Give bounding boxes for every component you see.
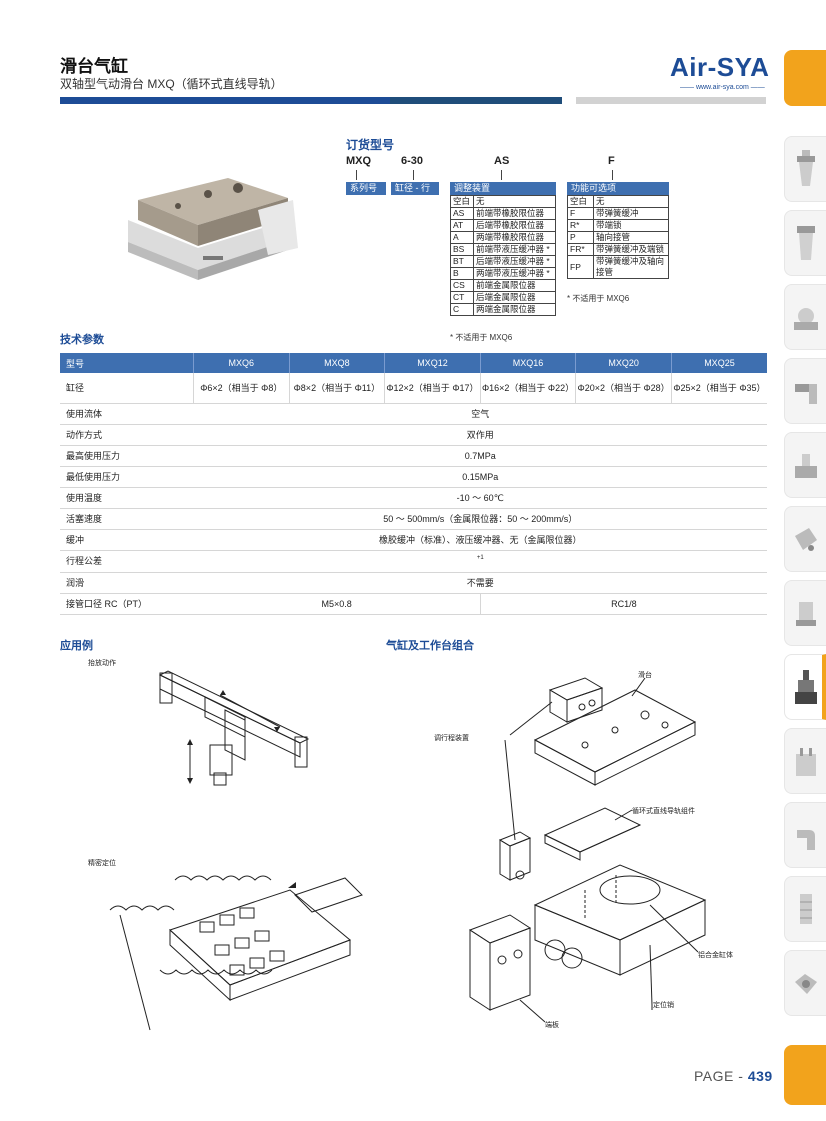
side-tab-cylinder[interactable] <box>784 654 826 720</box>
brand-url: —— www.air-sya.com —— <box>680 84 765 91</box>
table-row: 润滑不需要 <box>60 572 767 594</box>
label-precise-positioning: 精密定位 <box>88 860 116 867</box>
order-title: 订货型号 <box>346 138 395 152</box>
label-bore-stroke: 缸径 - 行程 <box>391 182 439 206</box>
table-row: 缓冲橡胶缓冲（标准）、液压缓冲器、无（金属限位器） <box>60 529 767 551</box>
solenoid-icon <box>795 528 817 551</box>
code-adjust: AS <box>494 155 510 167</box>
product-photo <box>128 178 298 280</box>
pick-place-illustration <box>158 670 310 786</box>
application-title: 应用例 <box>60 640 93 652</box>
table-row: R*带端锁 <box>567 219 669 232</box>
side-tab-regulator[interactable] <box>784 284 826 350</box>
table-row: 使用流体空气 <box>60 403 767 425</box>
lubricator-icon <box>797 226 815 260</box>
label-linear-guide: 循环式直线导轨组件 <box>632 808 695 815</box>
filter-icon <box>797 150 815 186</box>
page-number: PAGE - 439 <box>694 1068 773 1084</box>
tick-series <box>356 170 357 180</box>
tick-adjust <box>501 170 502 180</box>
side-tab-lubricator[interactable] <box>784 210 826 276</box>
side-tab-valve[interactable] <box>784 432 826 498</box>
spec-table: 型号 MXQ6 MXQ8 MXQ12 MXQ16 MXQ20 MXQ25 缸径 … <box>60 353 767 615</box>
header-bar-blue <box>60 97 390 104</box>
label-stroke-adjuster: 调行程装置 <box>434 735 469 742</box>
side-tab-bottom <box>784 1045 826 1105</box>
elbow-icon <box>797 830 815 850</box>
note-adjust: * 不适用于 MXQ6 <box>450 333 513 342</box>
tick-bore <box>413 170 414 180</box>
table-header-row: 型号 MXQ6 MXQ8 MXQ12 MXQ16 MXQ20 MXQ25 <box>60 353 767 373</box>
side-tab-gripper[interactable] <box>784 580 826 646</box>
code-function: F <box>608 155 615 167</box>
table-row: FR*带弹簧缓冲及端锁 <box>567 243 669 256</box>
label-series: 系列号 <box>346 182 386 195</box>
table-row: 接管口径 RC（PT） M5×0.8 RC1/8 <box>60 593 767 615</box>
valve-icon <box>795 454 817 478</box>
fitting-icon <box>795 384 817 404</box>
precise-positioning-illustration <box>109 875 363 1031</box>
side-tab-slide[interactable] <box>784 728 826 794</box>
label-pick-place: 抬放动作 <box>88 660 116 667</box>
gripper-icon <box>796 602 816 626</box>
code-bore-stroke: 6-30 <box>401 155 424 167</box>
rotary-icon <box>795 974 817 994</box>
table-row: 动作方式双作用 <box>60 424 767 446</box>
code-series: MXQ <box>346 155 372 167</box>
cylinder-icon <box>795 670 817 704</box>
label-positioning-pin: 定位销 <box>653 1002 674 1009</box>
side-tab-filter[interactable] <box>784 136 826 202</box>
label-function: 功能可选项 <box>567 182 669 195</box>
side-tab-elbow[interactable] <box>784 802 826 868</box>
brand-logo: Air-SYA <box>670 52 770 82</box>
table-row: 空白无 <box>567 195 669 208</box>
table-row: 行程公差+1 <box>60 550 767 573</box>
combination-title: 气缸及工作台组合 <box>386 640 474 652</box>
label-adjust: 调整装置 <box>450 182 556 195</box>
label-aluminum-body: 铝合金缸体 <box>698 952 733 959</box>
side-tab-top <box>784 50 826 106</box>
table-row: 缸径 Φ6×2（相当于 Φ8） Φ8×2（相当于 Φ11） Φ12×2（相当于 … <box>60 373 767 404</box>
silencer-icon <box>800 894 812 924</box>
page-title: 滑台气缸 <box>60 57 128 76</box>
side-tab-silencer[interactable] <box>784 876 826 942</box>
label-slide-table: 滑台 <box>638 672 652 679</box>
table-row: 使用温度-10 ～ 60℃ <box>60 487 767 509</box>
side-tab-fitting[interactable] <box>784 358 826 424</box>
page-subtitle: 双轴型气动滑台 MXQ（循环式直线导轨） <box>60 77 283 91</box>
slide-icon <box>796 748 816 776</box>
label-end-plate: 端板 <box>545 1022 559 1029</box>
header-bar-dark <box>390 97 562 104</box>
tick-function <box>612 170 613 180</box>
exploded-view-illustration <box>468 677 707 1023</box>
spec-title: 技术参数 <box>60 334 104 346</box>
side-tab-rotary[interactable] <box>784 950 826 1016</box>
table-row: 空白无 <box>450 195 557 208</box>
note-function: * 不适用于 MXQ6 <box>567 294 630 303</box>
header-bar-gray <box>576 97 766 104</box>
side-tab-solenoid[interactable] <box>784 506 826 572</box>
regulator-icon <box>794 308 818 330</box>
